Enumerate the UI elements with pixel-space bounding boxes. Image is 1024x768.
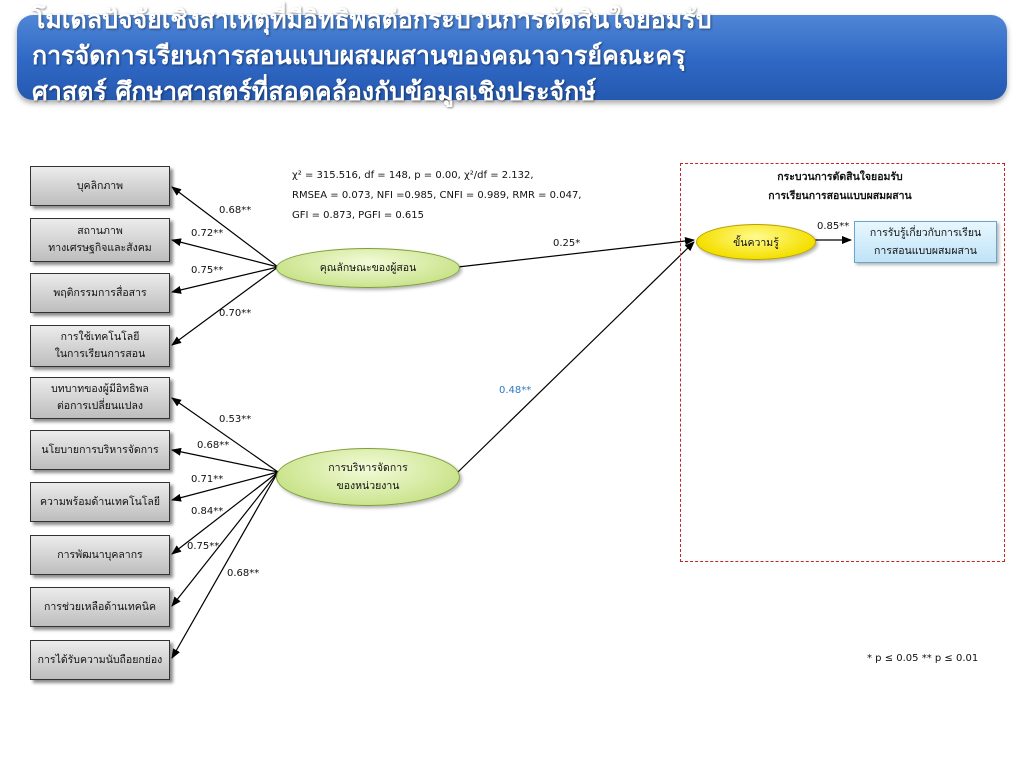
indicator-communication-behavior: พฤติกรรมการสื่อสาร: [30, 273, 170, 313]
indicator-communication-label: พฤติกรรมการสื่อสาร: [53, 286, 147, 299]
indicator-recognition-label: การได้รับความนับถือยกย่อง: [37, 653, 163, 666]
coef-technology-use: 0.70**: [219, 308, 252, 319]
coef-personality: 0.68**: [219, 205, 252, 216]
indicator-technology-use: การใช้เทคโนโลยีในการเรียนการสอน: [30, 325, 170, 367]
decision-process-title: กระบวนการตัดสินใจยอมรับ การเรียนการสอนแบ…: [700, 168, 980, 206]
path-admin-to-recognition: [171, 471, 279, 659]
coef-influencer: 0.53**: [219, 414, 252, 425]
indicator-management-policy: นโยบายการบริหารจัดการ: [30, 430, 170, 470]
indicator-influencer-line-1: บทบาทของผู้มีอิทธิพล: [51, 383, 149, 395]
significance-note: * p ≤ 0.05 ** p ≤ 0.01: [867, 653, 979, 664]
title-banner: [17, 15, 1007, 100]
coef-tech-readiness: 0.71**: [191, 474, 224, 485]
latent-admin-line-2: ของหน่วยงาน: [336, 480, 400, 492]
indicator-technology-line-1: การใช้เทคโนโลยี: [60, 331, 140, 343]
path-admin-to-tech-readiness: [171, 471, 279, 502]
knowledge-stage-node: ขั้นความรู้: [696, 224, 816, 260]
coef-tech-support: 0.75**: [187, 541, 220, 552]
coef-knowledge-to-perception: 0.85**: [817, 221, 850, 232]
coef-status: 0.72**: [191, 228, 224, 239]
indicator-socioeconomic-status: สถานภาพทางเศรษฐกิจและสังคม: [30, 218, 170, 262]
knowledge-stage-label: ขั้นความรู้: [733, 236, 779, 249]
indicator-personality: บุคลิกภาพ: [30, 166, 170, 206]
path-teacher-to-personality: [171, 186, 279, 268]
fit-stats-line-3: GFI = 0.873, PGFI = 0.615: [292, 210, 425, 221]
indicator-influencer-line-2: ต่อการเปลี่ยนแปลง: [56, 400, 144, 412]
page-title: โมเดลปัจจัยเชิงสาเหตุที่มีอิทธิพลต่อกระบ…: [32, 2, 1002, 110]
coef-policy: 0.68**: [197, 440, 230, 451]
latent-teacher-label: คุณลักษณะของผู้สอน: [319, 262, 417, 274]
path-admin-to-knowledge: [457, 241, 695, 473]
indicator-status-line-1: สถานภาพ: [77, 225, 123, 237]
perception-line-1: การรับรู้เกี่ยวกับการเรียน: [869, 227, 982, 239]
indicator-policy-label: นโยบายการบริหารจัดการ: [41, 443, 159, 456]
path-teacher-to-communication: [171, 266, 279, 294]
coef-admin-to-knowledge: 0.48**: [499, 385, 532, 396]
indicator-status-line-2: ทางเศรษฐกิจและสังคม: [48, 242, 152, 254]
indicator-staff-development: การพัฒนาบุคลากร: [30, 535, 170, 575]
indicator-recognition: การได้รับความนับถือยกย่อง: [30, 640, 170, 680]
title-line-1: โมเดลปัจจัยเชิงสาเหตุที่มีอิทธิพลต่อกระบ…: [32, 5, 712, 34]
model-fit-statistics: χ² = 315.516, df = 148, p = 0.00, χ²/df …: [292, 166, 581, 226]
latent-teacher-characteristics: คุณลักษณะของผู้สอน: [276, 248, 460, 288]
path-teacher-to-technology: [171, 266, 279, 346]
title-line-2: การจัดการเรียนการสอนแบบผสมผสานของคณาจารย…: [32, 41, 686, 70]
path-admin-to-influencer: [171, 397, 279, 473]
perception-node: การรับรู้เกี่ยวกับการเรียน การสอนแบบผสมผ…: [854, 221, 997, 263]
latent-admin-line-1: การบริหารจัดการ: [328, 462, 408, 474]
fit-stats-line-1: χ² = 315.516, df = 148, p = 0.00, χ²/df …: [292, 170, 534, 181]
indicator-tech-readiness-label: ความพร้อมด้านเทคโนโลยี: [40, 495, 160, 508]
coef-recognition: 0.68**: [227, 568, 260, 579]
indicator-tech-support-label: การช่วยเหลือด้านเทคนิค: [44, 600, 156, 613]
path-admin-to-tech-support: [171, 471, 279, 607]
indicator-change-influencer-role: บทบาทของผู้มีอิทธิพลต่อการเปลี่ยนแปลง: [30, 377, 170, 419]
title-line-3: ศาสตร์ ศึกษาศาสตร์ที่สอดคล้องกับข้อมูลเช…: [32, 77, 596, 106]
indicator-technology-line-2: ในการเรียนการสอน: [54, 348, 146, 360]
indicator-staff-development-label: การพัฒนาบุคลากร: [57, 548, 143, 561]
path-admin-to-policy: [171, 447, 279, 473]
path-teacher-to-status: [171, 238, 279, 268]
latent-organization-management: การบริหารจัดการ ของหน่วยงาน: [276, 448, 460, 506]
path-teacher-to-knowledge: [457, 237, 695, 268]
coef-teacher-to-knowledge: 0.25*: [553, 238, 581, 249]
indicator-technical-support: การช่วยเหลือด้านเทคนิค: [30, 587, 170, 627]
indicator-technology-readiness: ความพร้อมด้านเทคโนโลยี: [30, 482, 170, 522]
perception-line-2: การสอนแบบผสมผสาน: [873, 245, 977, 257]
process-title-line-2: การเรียนการสอนแบบผสมผสาน: [768, 190, 912, 202]
fit-stats-line-2: RMSEA = 0.073, NFI =0.985, CNFI = 0.989,…: [292, 190, 582, 201]
coef-staff-development: 0.84**: [191, 506, 224, 517]
path-admin-to-staff-development: [171, 471, 279, 555]
indicator-personality-label: บุคลิกภาพ: [76, 179, 124, 192]
process-title-line-1: กระบวนการตัดสินใจยอมรับ: [777, 171, 903, 183]
coef-communication: 0.75**: [191, 265, 224, 276]
decision-process-region: [680, 163, 1005, 562]
